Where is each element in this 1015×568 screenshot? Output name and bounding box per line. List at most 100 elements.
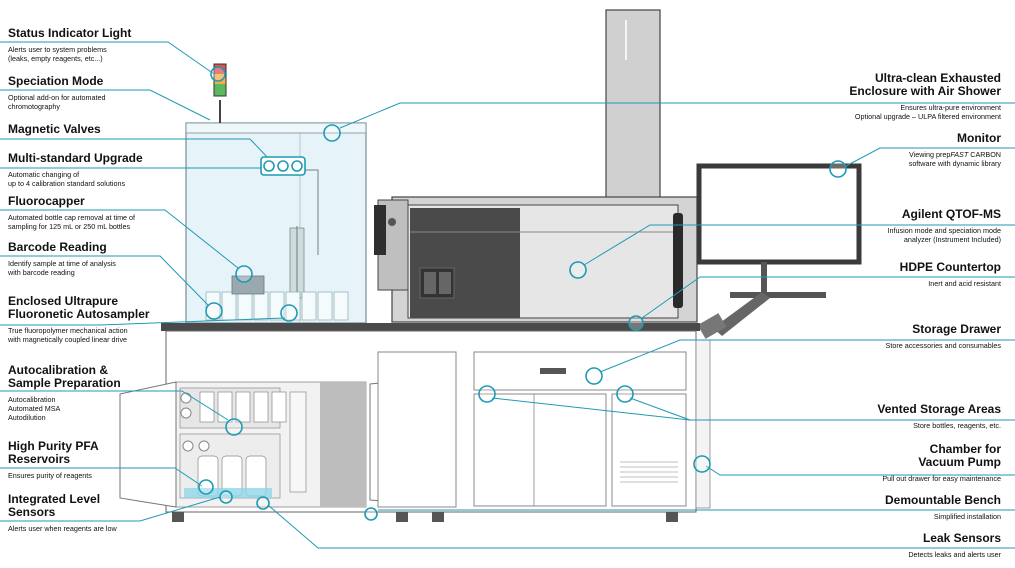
callout-description: Detects leaks and alerts user — [908, 550, 1001, 559]
callout-description: Ensures ultra-pure environment Optional … — [854, 103, 1001, 121]
magnetic-valve-1 — [263, 160, 275, 172]
leader-line-magnetic-valves — [0, 138, 271, 161]
callout-exhausted-enclosure: Ultra-clean Exhausted Enclosure with Air… — [849, 71, 1001, 122]
callout-description: Store bottles, reagents, etc. — [913, 421, 1001, 430]
autosampler-enclosure — [185, 63, 367, 324]
callout-autocalibration: Autocalibration & Sample Preparation Aut… — [8, 363, 121, 423]
leader-line-vacuum-pump — [705, 465, 1015, 476]
callout-rings — [198, 66, 847, 521]
qtof-instrument — [374, 196, 698, 323]
callout-magnetic-valves: Magnetic Valves — [8, 123, 101, 136]
desc-emphasis: FAST — [950, 150, 969, 159]
callout-ring-bench — [364, 507, 378, 521]
callout-description: True fluoropolymer mechanical action wit… — [8, 326, 128, 344]
callout-ring-level-sensors — [219, 490, 233, 504]
callout-ring-fluorocapper — [235, 265, 253, 283]
callout-description: Autocalibration Automated MSA Autodiluti… — [8, 395, 61, 422]
leader-line-countertop — [641, 276, 1015, 319]
callout-ring-status-light — [210, 66, 226, 82]
callout-lines — [0, 41, 1015, 549]
callout-title: Autocalibration & Sample Preparation — [8, 363, 121, 390]
monitor-illustration — [696, 163, 862, 339]
leader-line-reservoirs — [0, 467, 203, 487]
callout-title: Multi-standard Upgrade — [8, 151, 143, 165]
callout-title: Integrated Level Sensors — [8, 492, 101, 519]
magnetic-valve-3 — [291, 160, 303, 172]
callout-ring-drawer — [585, 367, 603, 385]
callout-storage-drawer: Storage Drawer Store accessories and con… — [885, 322, 1001, 351]
callout-ring-monitor — [829, 160, 847, 178]
callout-title: Agilent QTOF-MS — [901, 207, 1001, 221]
callout-title: HDPE Countertop — [899, 260, 1001, 274]
callout-fluorocapper: Fluorocapper Automated bottle cap remova… — [8, 194, 136, 232]
callout-ring-reservoirs — [198, 479, 214, 495]
callout-description: Optional add-on for automated chromotogr… — [8, 93, 106, 111]
leader-line-drawer — [599, 339, 1015, 373]
callout-title: Leak Sensors — [922, 531, 1001, 545]
callout-ring-vacuum-pump — [693, 455, 711, 473]
leader-line-speciation — [0, 89, 211, 121]
callout-ring-vented-a — [478, 385, 496, 403]
callout-demountable-bench: Demountable Bench Simplified installatio… — [884, 493, 1001, 522]
leader-line-autosampler — [0, 317, 286, 326]
callout-agilent-qtof-ms: Agilent QTOF-MS Infusion mode and specia… — [887, 207, 1001, 245]
callout-title: Enclosed Ultrapure Fluoronetic Autosampl… — [8, 294, 150, 321]
callout-ring-autocal — [225, 418, 243, 436]
bench — [119, 330, 711, 522]
callout-description: Automatic changing of up to 4 calibratio… — [8, 170, 126, 188]
leader-line-status-light — [0, 41, 215, 75]
callout-pfa-reservoirs: High Purity PFA Reservoirs Ensures purit… — [8, 439, 99, 481]
callout-description: Identify sample at time of analysis with… — [8, 259, 116, 277]
callout-description: Viewing prepFAST CARBON software with dy… — [909, 150, 1001, 168]
callout-ring-autosampler — [280, 304, 298, 322]
callout-multi-standard-upgrade: Multi-standard Upgrade Automatic changin… — [8, 151, 143, 189]
callout-description: Alerts user when reagents are low — [8, 524, 117, 533]
leader-line-level-sensors — [0, 496, 221, 522]
callout-ring-vented-b — [616, 385, 634, 403]
callout-title: Demountable Bench — [884, 493, 1001, 507]
callout-title: Magnetic Valves — [8, 122, 101, 136]
magnetic-valve-2 — [277, 160, 289, 172]
leader-line-fluorocapper — [0, 209, 239, 269]
callout-speciation-mode: Speciation Mode Optional add-on for auto… — [8, 74, 106, 112]
callout-title: Vented Storage Areas — [877, 402, 1001, 416]
callout-description: Inert and acid resistant — [928, 279, 1001, 288]
callout-enclosed-autosampler: Enclosed Ultrapure Fluoronetic Autosampl… — [8, 294, 150, 345]
callout-ring-leak — [256, 496, 270, 510]
callout-title: Ultra-clean Exhausted Enclosure with Air… — [849, 71, 1001, 98]
callout-description: Store accessories and consumables — [885, 341, 1001, 350]
leader-line-monitor — [845, 147, 1015, 167]
callout-description: Alerts user to system problems (leaks, e… — [8, 45, 107, 63]
callout-title: High Purity PFA Reservoirs — [8, 439, 99, 466]
exhaust-stack — [605, 9, 661, 199]
callout-chamber-vacuum-pump: Chamber for Vacuum Pump Pull out drawer … — [882, 443, 1001, 484]
callout-monitor: Monitor Viewing prepFAST CARBON software… — [909, 131, 1001, 169]
callout-level-sensors: Integrated Level Sensors Alerts user whe… — [8, 492, 117, 534]
callout-ring-exhaust — [323, 124, 341, 142]
callout-description: Automated bottle cap removal at time of … — [8, 213, 136, 231]
leader-line-qtof — [583, 224, 1015, 266]
callout-ring-barcode — [205, 302, 223, 320]
callout-hdpe-countertop: HDPE Countertop Inert and acid resistant — [899, 260, 1001, 289]
leader-line-vented-b — [629, 397, 691, 421]
callout-description: Infusion mode and speciation mode analyz… — [887, 226, 1001, 244]
leader-line-exhaust — [339, 102, 1015, 129]
callout-title: Monitor — [957, 131, 1001, 145]
callout-leak-sensors: Leak Sensors Detects leaks and alerts us… — [908, 531, 1001, 560]
callout-description: Pull out drawer for easy maintenance — [882, 474, 1001, 483]
callout-title: Speciation Mode — [8, 74, 104, 88]
callout-ring-qtof — [569, 261, 587, 279]
callout-barcode-reading: Barcode Reading Identify sample at time … — [8, 240, 116, 278]
callout-title: Fluorocapper — [8, 194, 85, 208]
callout-title: Status Indicator Light — [8, 26, 132, 40]
leader-line-autocal — [0, 390, 229, 421]
callout-title: Storage Drawer — [912, 322, 1001, 336]
callout-vented-storage-areas: Vented Storage Areas Store bottles, reag… — [877, 402, 1001, 431]
callout-description: Simplified installation — [933, 512, 1001, 521]
leader-line-barcode — [0, 255, 209, 306]
callout-ring-countertop — [628, 315, 644, 331]
callout-title: Barcode Reading — [8, 240, 107, 254]
leader-line-leak — [267, 504, 1015, 549]
desc-part: Viewing prep — [908, 150, 951, 159]
